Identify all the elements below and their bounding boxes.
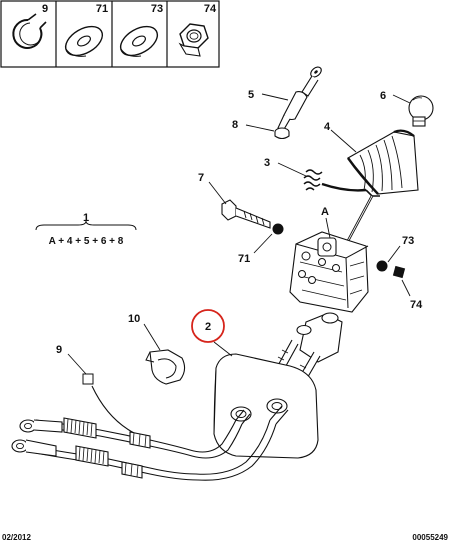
fastener-dot-71 — [272, 223, 284, 235]
legend-number: 73 — [151, 3, 163, 15]
callout-9: 9 — [56, 344, 62, 356]
callout-73: 73 — [402, 235, 414, 247]
circlip-icon — [12, 13, 47, 49]
callout-3: 3 — [264, 157, 270, 169]
washer-icon — [64, 25, 104, 57]
gear-knob — [408, 95, 434, 127]
cable-bracket-plate — [213, 353, 319, 459]
legend-number: 9 — [42, 3, 48, 15]
legend-number: 74 — [204, 3, 217, 15]
callout-8: 8 — [232, 119, 238, 131]
callout-71: 71 — [238, 253, 250, 265]
lever-rod — [277, 66, 322, 132]
gear-cables — [11, 385, 289, 481]
callout-74: 74 — [410, 299, 423, 311]
footer-date: 02/2012 — [2, 533, 31, 542]
callout-7: 7 — [198, 172, 204, 184]
cable-clip — [145, 349, 186, 385]
callout-4: 4 — [324, 121, 331, 133]
callout-1: 1 — [83, 212, 89, 224]
gear-boot — [347, 129, 419, 197]
footer-reference: 00055249 — [412, 533, 448, 542]
legend-box-9: 9 — [12, 3, 48, 49]
lever-ring — [274, 127, 290, 140]
legend-number: 71 — [96, 3, 108, 15]
callout-2: 2 — [205, 321, 211, 333]
shift-mechanism — [289, 195, 374, 313]
legend-strip: 9 71 73 74 — [0, 0, 220, 68]
bolt — [221, 199, 271, 229]
legend-box-71: 71 — [64, 3, 108, 57]
circlip-marker — [82, 373, 94, 385]
callout-A: A — [321, 206, 329, 218]
legend-box-74: 74 — [178, 3, 217, 57]
callout-6: 6 — [380, 90, 386, 102]
legend-box-73: 73 — [119, 3, 163, 57]
callout-5: 5 — [248, 89, 254, 101]
assembly-formula: 1 A + 4 + 5 + 6 + 8 — [35, 212, 137, 247]
hex-nut-icon — [178, 23, 209, 57]
highlight-circle — [191, 309, 225, 343]
fastener-square-74 — [392, 265, 406, 279]
fastener-dot-73 — [376, 260, 388, 272]
washer-icon — [119, 25, 159, 57]
assembly-formula-text: A + 4 + 5 + 6 + 8 — [49, 236, 124, 247]
spring — [303, 169, 367, 192]
callout-10: 10 — [128, 313, 140, 325]
